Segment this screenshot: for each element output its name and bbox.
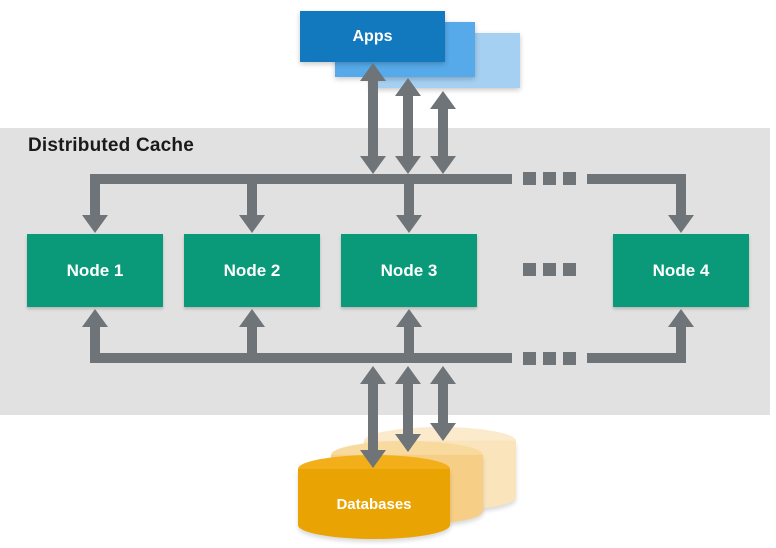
arrow-stem xyxy=(676,326,686,363)
node-2: Node 2 xyxy=(184,234,320,307)
arrow-down-icon xyxy=(239,215,265,233)
apps-card-front: Apps xyxy=(300,11,445,62)
bus-to-node4-arrow xyxy=(668,174,694,233)
arrow-stem xyxy=(404,184,414,216)
arrow-up-icon xyxy=(360,366,386,384)
bottom-bus-ellipsis xyxy=(523,352,576,365)
arrow-down-icon xyxy=(430,156,456,174)
arrow-stem xyxy=(438,383,448,424)
bus-to-node2-up-arrow xyxy=(239,309,265,363)
node-3: Node 3 xyxy=(341,234,477,307)
arrow-stem xyxy=(247,326,257,363)
arrow-up-icon xyxy=(668,309,694,327)
arrow-up-icon xyxy=(430,366,456,384)
arrow-down-icon xyxy=(668,215,694,233)
arrow-stem xyxy=(368,80,378,157)
node-3-label: Node 3 xyxy=(380,260,438,280)
cache-db-arrow-3 xyxy=(430,366,456,441)
arrow-stem xyxy=(90,174,100,216)
ellipsis-dot xyxy=(543,172,556,185)
node-4-label: Node 4 xyxy=(652,260,710,280)
nodes-ellipsis xyxy=(523,263,576,276)
arrow-down-icon xyxy=(396,215,422,233)
ellipsis-dot xyxy=(543,352,556,365)
bus-to-node2-arrow xyxy=(239,184,265,233)
cache-band-title: Distributed Cache xyxy=(28,135,194,156)
arrow-stem xyxy=(247,184,257,216)
cache-db-arrow-2 xyxy=(395,366,421,452)
apps-cache-arrow-3 xyxy=(430,91,456,174)
arrow-down-icon xyxy=(360,450,386,468)
ellipsis-dot xyxy=(543,263,556,276)
arrow-stem xyxy=(403,95,413,157)
arrow-up-icon xyxy=(430,91,456,109)
bus-to-node4-up-arrow xyxy=(668,309,694,363)
bottom-bus-segment-right xyxy=(587,353,686,363)
bottom-bus-segment-left xyxy=(90,353,512,363)
arrow-stem xyxy=(403,383,413,435)
cylinder-body: Databases xyxy=(298,469,450,539)
arrow-down-icon xyxy=(82,215,108,233)
apps-cache-arrow-2 xyxy=(395,78,421,174)
arrow-down-icon xyxy=(430,423,456,441)
arrow-stem xyxy=(438,108,448,157)
bus-to-node3-up-arrow xyxy=(396,309,422,363)
bus-to-node1-up-arrow xyxy=(82,309,108,363)
arrow-up-icon xyxy=(395,78,421,96)
apps-cache-arrow-1 xyxy=(360,63,386,174)
ellipsis-dot xyxy=(563,352,576,365)
top-bus-segment-right xyxy=(587,174,686,184)
bus-to-node3-arrow xyxy=(396,184,422,233)
apps-label: Apps xyxy=(352,27,393,45)
arrow-down-icon xyxy=(395,434,421,452)
top-bus-segment-left xyxy=(90,174,512,184)
arrow-up-icon xyxy=(396,309,422,327)
arrow-up-icon xyxy=(360,63,386,81)
top-bus-ellipsis xyxy=(523,172,576,185)
arrow-stem xyxy=(676,174,686,216)
ellipsis-dot xyxy=(563,263,576,276)
ellipsis-dot xyxy=(523,352,536,365)
arrow-stem xyxy=(368,383,378,451)
bus-to-node1-arrow xyxy=(82,174,108,233)
cache-db-arrow-1 xyxy=(360,366,386,468)
arrow-stem xyxy=(90,326,100,363)
arrow-up-icon xyxy=(82,309,108,327)
arrow-stem xyxy=(404,326,414,363)
ellipsis-dot xyxy=(523,263,536,276)
arrow-down-icon xyxy=(360,156,386,174)
arrow-up-icon xyxy=(395,366,421,384)
node-1: Node 1 xyxy=(27,234,163,307)
node-1-label: Node 1 xyxy=(66,260,124,280)
arrow-down-icon xyxy=(395,156,421,174)
ellipsis-dot xyxy=(563,172,576,185)
node-4: Node 4 xyxy=(613,234,749,307)
node-2-label: Node 2 xyxy=(223,260,281,280)
ellipsis-dot xyxy=(523,172,536,185)
databases-label: Databases xyxy=(336,495,412,513)
arrow-up-icon xyxy=(239,309,265,327)
